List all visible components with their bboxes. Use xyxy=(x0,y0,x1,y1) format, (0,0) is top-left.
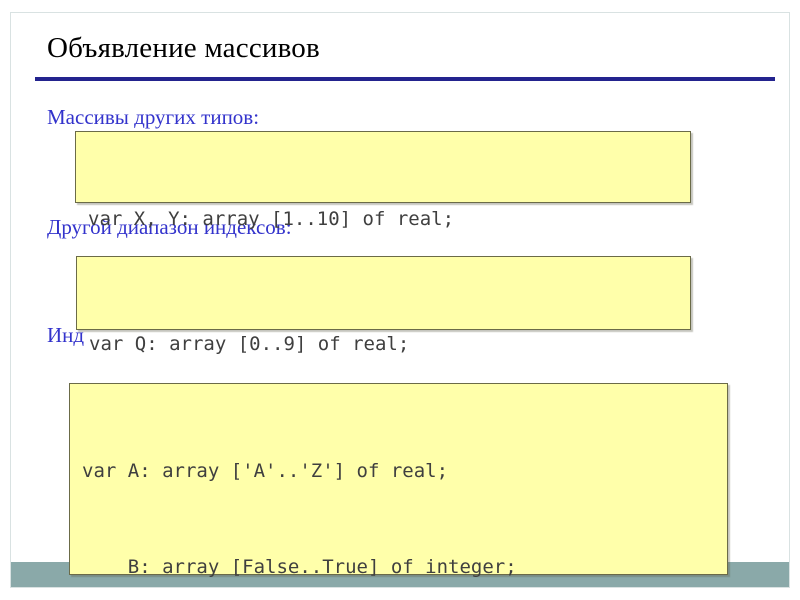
slide: Объявление массивов Массивы других типов… xyxy=(10,12,790,588)
code-line: var X, Y: array [1..10] of real; xyxy=(88,208,455,230)
code-block-other-index-types: var A: array ['A'..'Z'] of real; B: arra… xyxy=(69,383,728,578)
title-divider xyxy=(35,77,775,81)
page-title: Объявление массивов xyxy=(47,32,320,64)
code-line: var Q: array [0..9] of real; xyxy=(89,333,410,355)
code-block-other-types: var X, Y: array [1..10] of real; C: arra… xyxy=(75,131,691,326)
body-text-other-index-range: Другой диапазон индексов: xyxy=(47,215,292,239)
code-block-other-index-range: var Q: array [0..9] of real; C: array [-… xyxy=(76,256,691,451)
code-line: B: array [False..True] of integer; xyxy=(82,556,517,578)
code-line: var A: array ['A'..'Z'] of real; xyxy=(82,460,449,482)
body-text-other-types: Массивы других типов: xyxy=(47,105,260,129)
